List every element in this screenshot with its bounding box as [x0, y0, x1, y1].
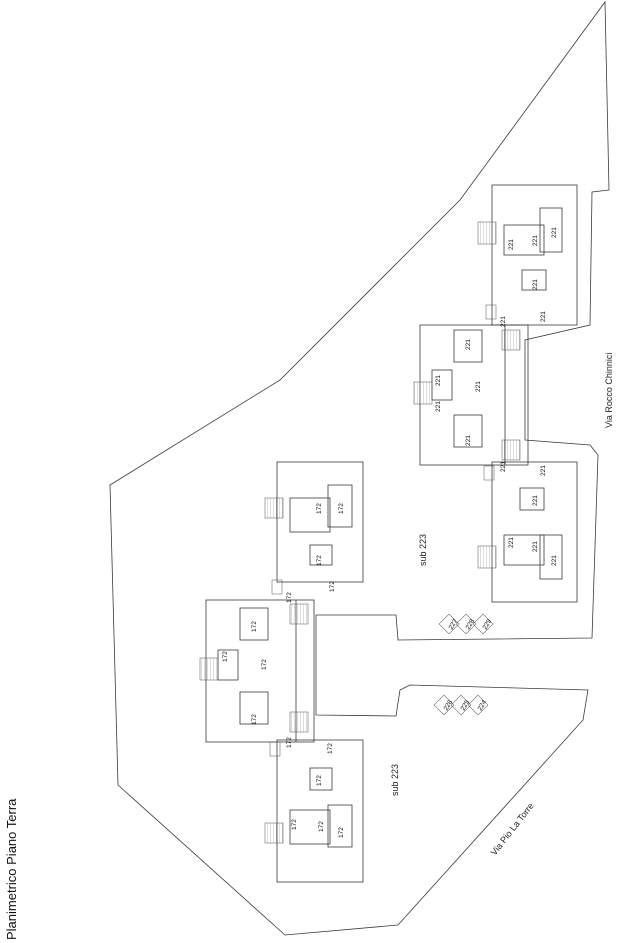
left-complex [199, 461, 364, 883]
svg-text:221: 221 [475, 381, 482, 392]
svg-text:172: 172 [251, 714, 258, 725]
svg-text:221: 221 [532, 279, 539, 290]
svg-text:221: 221 [540, 465, 547, 476]
parking-label-227: 227 [448, 618, 460, 631]
svg-text:172: 172 [316, 555, 323, 566]
svg-text:221: 221 [551, 227, 558, 238]
svg-text:221: 221 [508, 537, 515, 548]
svg-text:221: 221 [551, 555, 558, 566]
parking-label-228: 228 [465, 618, 477, 631]
unit-labels-221: 221 221 221 221 221 221 221 221 221 221 … [435, 227, 558, 566]
svg-text:172: 172 [327, 743, 334, 754]
parking-upper [438, 613, 494, 635]
svg-text:172: 172 [316, 503, 323, 514]
right-complex [413, 184, 578, 603]
svg-text:172: 172 [338, 503, 345, 514]
svg-text:172: 172 [329, 581, 336, 592]
svg-text:172: 172 [316, 775, 323, 786]
site-boundary [109, 0, 610, 936]
svg-text:172: 172 [261, 659, 268, 670]
parking-label-229: 229 [482, 618, 494, 631]
svg-text:221: 221 [508, 239, 515, 250]
sub-label-lower: sub 223 [390, 764, 400, 796]
street-label-pio-la-torre: Via Pio La Torre [489, 801, 536, 857]
svg-text:221: 221 [532, 541, 539, 552]
unit-labels-172: 172 172 172 172 172 172 172 172 172 172 … [222, 503, 345, 838]
svg-text:172: 172 [286, 592, 293, 603]
svg-text:172: 172 [251, 621, 258, 632]
street-label-rocco-chinnici: Via Rocco Chinnici [604, 353, 614, 428]
svg-text:221: 221 [532, 495, 539, 506]
svg-text:221: 221 [500, 316, 507, 327]
svg-text:221: 221 [532, 235, 539, 246]
parking-label-224: 224 [477, 699, 489, 712]
svg-text:172: 172 [291, 819, 298, 830]
svg-text:221: 221 [465, 339, 472, 350]
parking-lower [433, 694, 489, 716]
svg-text:221: 221 [435, 401, 442, 412]
svg-text:172: 172 [222, 651, 229, 662]
svg-text:221: 221 [435, 375, 442, 386]
page-title: Planimetrico Piano Terra [4, 798, 19, 940]
svg-text:221: 221 [500, 461, 507, 472]
svg-text:172: 172 [318, 821, 325, 832]
parking-label-225: 225 [460, 699, 472, 712]
parking-label-226: 226 [443, 699, 455, 712]
sub-label-upper: sub 223 [418, 534, 428, 566]
svg-text:221: 221 [465, 435, 472, 446]
svg-text:221: 221 [540, 311, 547, 322]
svg-text:172: 172 [286, 737, 293, 748]
svg-text:172: 172 [338, 827, 345, 838]
